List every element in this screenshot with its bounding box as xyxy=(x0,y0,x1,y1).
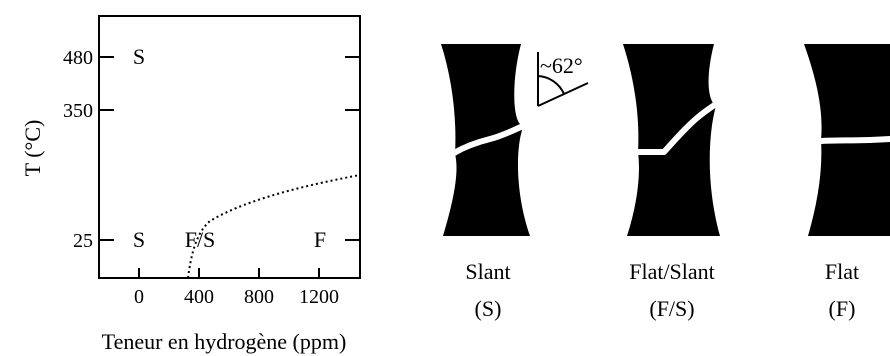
x-tick-label: 1200 xyxy=(299,286,339,308)
crack-line xyxy=(818,136,890,144)
y-axis-label: T (°C) xyxy=(20,120,45,177)
specimen-name: Flat xyxy=(825,259,859,284)
specimen-slant: ~62° Slant (S) xyxy=(441,44,589,321)
y-tick-label: 25 xyxy=(73,230,93,252)
y-tick-marks xyxy=(99,56,360,241)
angle-label: ~62° xyxy=(540,53,583,78)
x-axis-label: Teneur en hydrogène (ppm) xyxy=(102,329,347,354)
x-tick-label: 0 xyxy=(134,286,144,308)
region-label-flat: F xyxy=(314,227,326,252)
y-tick-label: 480 xyxy=(63,47,93,69)
specimen-name: Slant xyxy=(465,259,510,284)
plot-frame xyxy=(98,15,361,279)
y-tick-label: 350 xyxy=(63,100,93,122)
region-label-slant-high: S xyxy=(133,44,145,69)
x-tick-marks xyxy=(138,268,320,278)
x-tick-label: 400 xyxy=(184,286,214,308)
specimen-flat-slant: Flat/Slant (F/S) xyxy=(623,44,720,321)
specimen-code: (F/S) xyxy=(649,296,694,321)
phase-plot: 480 350 25 0 400 800 1200 T (°C) Teneur … xyxy=(20,15,361,354)
crack-line xyxy=(635,101,719,155)
region-label-flat-slant: F/S xyxy=(185,227,216,252)
specimen-code: (S) xyxy=(475,296,502,321)
angle-indicator xyxy=(537,52,589,107)
crack-line xyxy=(451,123,526,156)
region-label-slant-low: S xyxy=(133,227,145,252)
x-tick-label: 800 xyxy=(244,286,274,308)
specimen-flat: Flat (F) xyxy=(804,44,890,321)
transition-boundary-curve xyxy=(187,174,361,279)
specimen-code: (F) xyxy=(829,296,856,321)
specimen-name: Flat/Slant xyxy=(629,259,715,284)
